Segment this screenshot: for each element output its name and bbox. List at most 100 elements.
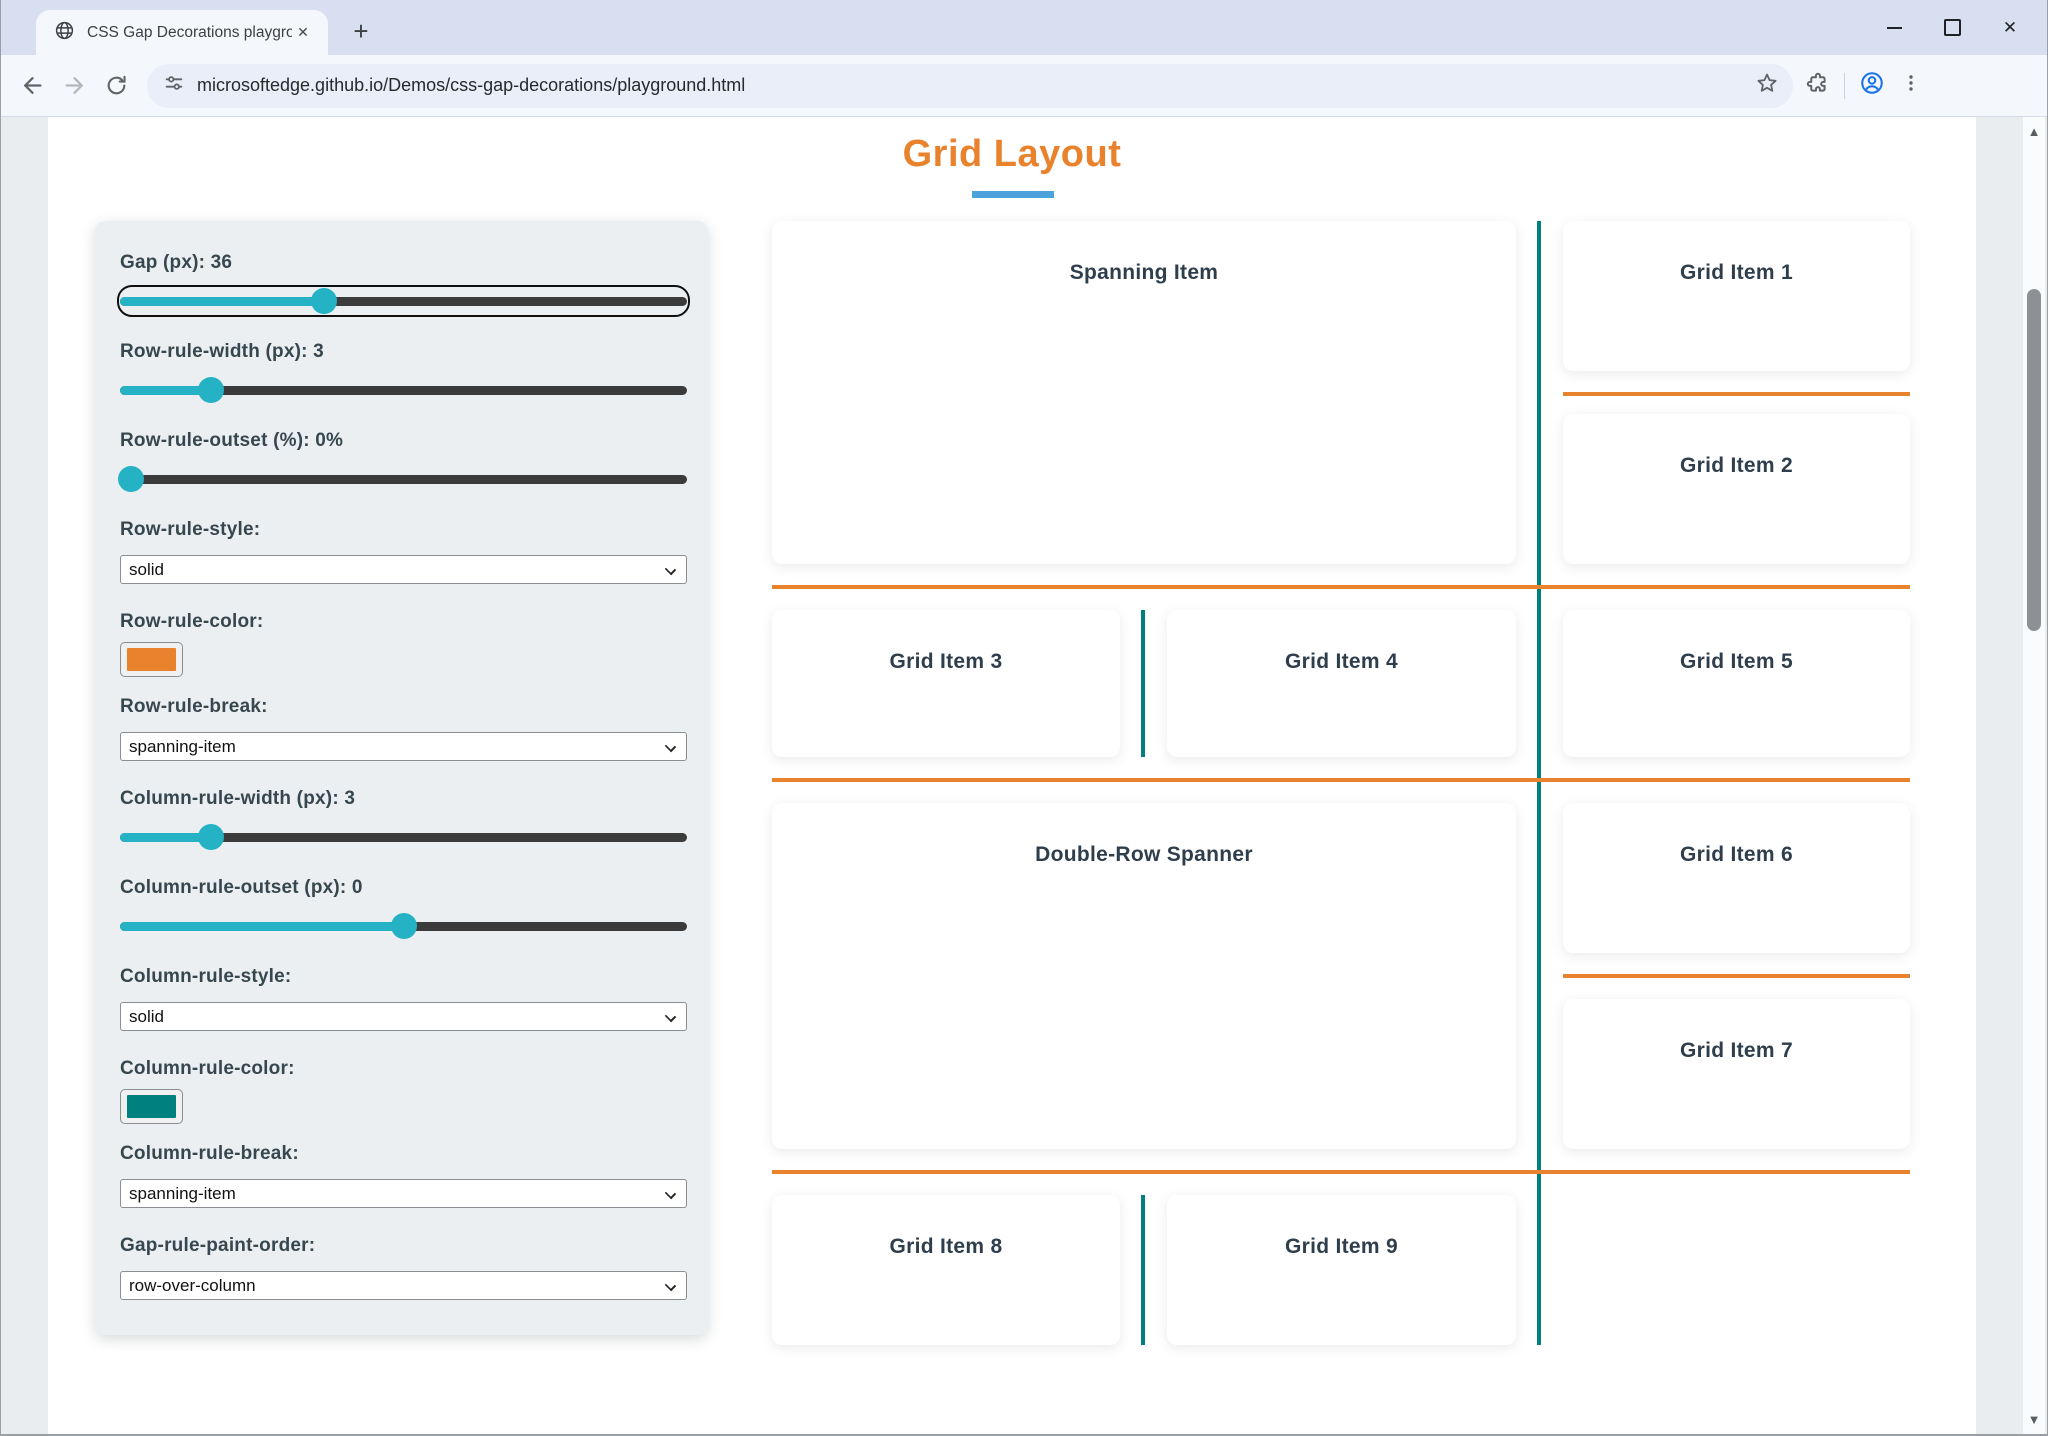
slider-thumb[interactable]	[311, 288, 338, 314]
color-swatch	[127, 1095, 176, 1118]
grid-card-5: Grid Item 5	[1563, 610, 1910, 757]
selected-value: solid	[129, 560, 164, 579]
row-rule-style-label: Row-rule-style:	[120, 519, 261, 540]
card-label: Spanning Item	[1069, 261, 1219, 284]
grid-card-4: Grid Item 4	[1167, 610, 1516, 757]
slider-thumb[interactable]	[118, 466, 145, 492]
row-rule-width-slider[interactable]	[120, 377, 687, 403]
column-rule-width-label: Column-rule-width (px): 3	[120, 788, 356, 809]
globe-favicon-icon	[54, 20, 75, 46]
row-rule	[772, 585, 1910, 589]
column-rule-break-label: Column-rule-break:	[120, 1143, 299, 1164]
card-label: Grid Item 3	[889, 650, 1003, 673]
control-group-row-rule-color: Row-rule-color:	[120, 610, 685, 677]
scrollbar-up-arrow-icon[interactable]	[2023, 121, 2045, 143]
grid-card-9: Grid Item 9	[1167, 1195, 1516, 1345]
page-title: Grid Layout	[902, 133, 1122, 175]
slider-thumb[interactable]	[390, 913, 417, 939]
card-label: Grid Item 1	[1680, 261, 1793, 284]
column-rule-color-input[interactable]	[120, 1089, 183, 1124]
control-group-column-rule-outset: Column-rule-outset (px): 0	[120, 876, 687, 939]
control-group-column-rule-width: Column-rule-width (px): 3	[120, 787, 687, 850]
column-rule-style-select[interactable]: solid	[120, 1002, 687, 1031]
row-rule	[772, 1170, 1910, 1174]
card-label: Grid Item 7	[1680, 1039, 1793, 1062]
slider-thumb[interactable]	[197, 824, 224, 850]
profile-avatar-icon[interactable]	[1859, 70, 1885, 101]
scrollbar-thumb[interactable]	[2027, 289, 2041, 631]
vertical-scrollbar[interactable]	[2023, 117, 2045, 1434]
selected-value: spanning-item	[129, 737, 236, 756]
card-label: Grid Item 5	[1680, 650, 1793, 673]
grid-card-2: Grid Item 2	[1563, 414, 1910, 564]
gap-slider-label: Gap (px): 36	[120, 252, 233, 273]
card-label: Grid Item 4	[1285, 650, 1398, 673]
tab-close-icon[interactable]	[292, 22, 314, 44]
control-group-row-rule-break: Row-rule-break: spanning-item	[120, 695, 687, 761]
column-rule-width-slider[interactable]	[120, 824, 687, 850]
chevron-down-icon	[664, 740, 677, 753]
bookmark-star-icon[interactable]	[1755, 71, 1779, 100]
chevron-down-icon	[664, 1279, 677, 1292]
window-maximize-button[interactable]	[1923, 7, 1981, 49]
tab-strip: CSS Gap Decorations playgroun	[1, 0, 2047, 55]
grid-card-7: Grid Item 7	[1563, 999, 1910, 1149]
page-viewport: Grid Layout Gap (px): 36 Row-rule-width …	[1, 117, 2047, 1434]
row-rule	[1563, 974, 1910, 978]
control-group-column-rule-style: Column-rule-style: solid	[120, 965, 687, 1031]
selected-value: row-over-column	[129, 1276, 256, 1295]
back-button[interactable]	[11, 65, 53, 107]
url-text[interactable]: microsoftedge.github.io/Demos/css-gap-de…	[197, 75, 746, 95]
browser-tab[interactable]: CSS Gap Decorations playgroun	[36, 10, 328, 55]
title-underline	[972, 191, 1054, 198]
row-rule-break-select[interactable]: spanning-item	[120, 732, 687, 761]
row-rule-outset-slider[interactable]	[118, 466, 687, 492]
row-rule-width-label: Row-rule-width (px): 3	[120, 341, 324, 362]
row-rule	[1563, 392, 1910, 396]
extensions-puzzle-icon[interactable]	[1805, 71, 1830, 101]
grid-card-6: Grid Item 6	[1563, 803, 1910, 953]
grid-card-8: Grid Item 8	[772, 1195, 1120, 1345]
window-close-button[interactable]	[1981, 7, 2039, 49]
selected-value: solid	[129, 1007, 164, 1026]
column-rule	[1141, 610, 1145, 757]
card-label: Grid Item 9	[1285, 1235, 1398, 1258]
card-label: Grid Item 2	[1680, 454, 1793, 477]
column-rule-style-label: Column-rule-style:	[120, 966, 292, 987]
slider-track	[120, 296, 687, 306]
control-group-row-rule-outset: Row-rule-outset (%): 0%	[118, 429, 687, 492]
control-group-row-rule-width: Row-rule-width (px): 3	[120, 340, 687, 403]
column-rule-color-label: Column-rule-color:	[120, 1058, 295, 1079]
gap-slider[interactable]	[117, 285, 690, 317]
row-rule-color-input[interactable]	[120, 642, 183, 677]
address-bar[interactable]: microsoftedge.github.io/Demos/css-gap-de…	[147, 63, 1793, 108]
card-label: Double-Row Spanner	[1035, 843, 1253, 866]
grid-card-1: Grid Item 1	[1563, 221, 1910, 371]
control-group-column-rule-color: Column-rule-color:	[120, 1057, 685, 1124]
color-swatch	[127, 648, 176, 671]
column-rule	[1537, 221, 1541, 1345]
reload-button[interactable]	[95, 65, 137, 107]
browser-toolbar: microsoftedge.github.io/Demos/css-gap-de…	[1, 55, 2047, 117]
gap-rule-paint-order-select[interactable]: row-over-column	[120, 1271, 687, 1300]
grid-demo-area: Spanning Item Grid Item 1 Grid Item 2 Gr…	[772, 221, 1910, 1345]
column-rule-outset-slider[interactable]	[120, 913, 687, 939]
control-group-gap: Gap (px): 36	[117, 251, 690, 317]
forward-button[interactable]	[53, 65, 95, 107]
control-group-row-rule-style: Row-rule-style: solid	[120, 518, 687, 584]
scrollbar-down-arrow-icon[interactable]	[2023, 1409, 2045, 1431]
grid-card-double-row-spanner: Double-Row Spanner	[772, 803, 1516, 1149]
new-tab-button[interactable]	[345, 16, 377, 48]
menu-kebab-icon[interactable]	[1899, 71, 1923, 100]
slider-thumb[interactable]	[197, 377, 224, 403]
grid-card-spanning-item: Spanning Item	[772, 221, 1516, 564]
card-label: Grid Item 8	[889, 1235, 1003, 1258]
column-rule-break-select[interactable]: spanning-item	[120, 1179, 687, 1208]
row-rule-style-select[interactable]: solid	[120, 555, 687, 584]
site-settings-icon[interactable]	[163, 72, 185, 99]
chevron-down-icon	[664, 563, 677, 576]
control-group-column-rule-break: Column-rule-break: spanning-item	[120, 1142, 687, 1208]
window-minimize-button[interactable]	[1865, 7, 1923, 49]
card-label: Grid Item 6	[1680, 843, 1793, 866]
